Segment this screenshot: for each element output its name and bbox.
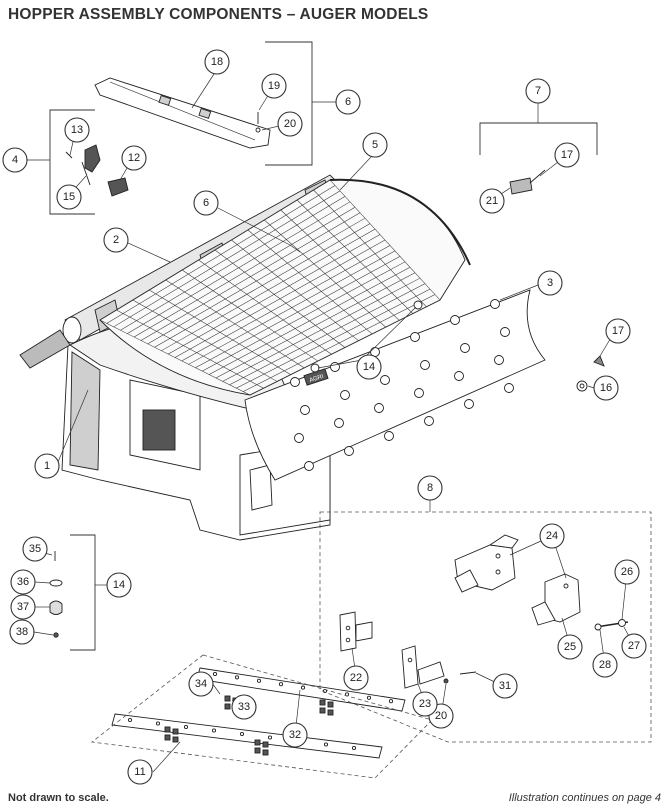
callout-21: 21 bbox=[479, 188, 505, 214]
small-parts bbox=[65, 112, 605, 392]
svg-text:15: 15 bbox=[63, 191, 75, 203]
svg-text:25: 25 bbox=[564, 641, 576, 653]
svg-text:18: 18 bbox=[211, 56, 223, 68]
callout-11: 11 bbox=[127, 759, 153, 785]
callout-12: 12 bbox=[121, 145, 147, 171]
callout-4: 4 bbox=[2, 147, 28, 173]
svg-text:3: 3 bbox=[547, 277, 553, 289]
callout-33: 33 bbox=[231, 694, 257, 720]
callout-18: 18 bbox=[204, 49, 230, 75]
svg-text:19: 19 bbox=[268, 80, 280, 92]
callout-20-top: 20 bbox=[277, 111, 303, 137]
svg-text:7: 7 bbox=[535, 85, 541, 97]
page-title: HOPPER ASSEMBLY COMPONENTS – AUGER MODEL… bbox=[8, 6, 429, 23]
svg-text:24: 24 bbox=[546, 530, 558, 542]
callout-35: 35 bbox=[22, 536, 48, 562]
callout-1: 1 bbox=[34, 453, 60, 479]
callout-14-group: 14 bbox=[106, 572, 132, 598]
svg-text:27: 27 bbox=[628, 640, 640, 652]
callout-17-top: 17 bbox=[554, 142, 580, 168]
callout-bubbles: 1 2 3 4 5 6 6 7 8 11 12 13 14 14 15 16 1… bbox=[2, 49, 647, 785]
callout-34: 34 bbox=[188, 671, 214, 697]
svg-text:12: 12 bbox=[128, 152, 140, 164]
top-bracket bbox=[94, 77, 271, 149]
wire-grate bbox=[99, 178, 471, 396]
callout-22: 22 bbox=[343, 665, 369, 691]
svg-text:14: 14 bbox=[363, 361, 375, 373]
callout-16: 16 bbox=[593, 375, 619, 401]
mount-rails bbox=[111, 667, 406, 759]
callout-7: 7 bbox=[525, 78, 551, 104]
callout-36: 36 bbox=[10, 569, 36, 595]
callout-26: 26 bbox=[614, 559, 640, 585]
svg-text:21: 21 bbox=[486, 195, 498, 207]
svg-text:17: 17 bbox=[612, 325, 624, 337]
callout-31: 31 bbox=[492, 673, 518, 699]
svg-text:35: 35 bbox=[29, 543, 41, 555]
svg-text:34: 34 bbox=[195, 678, 207, 690]
svg-text:8: 8 bbox=[427, 482, 433, 494]
scale-note: Not drawn to scale. bbox=[8, 792, 109, 804]
callout-28: 28 bbox=[592, 652, 618, 678]
svg-text:38: 38 bbox=[16, 626, 28, 638]
callout-24: 24 bbox=[539, 523, 565, 549]
svg-text:31: 31 bbox=[499, 680, 511, 692]
svg-text:16: 16 bbox=[600, 382, 612, 394]
svg-text:5: 5 bbox=[372, 139, 378, 151]
callout-8: 8 bbox=[417, 475, 443, 501]
svg-text:33: 33 bbox=[238, 701, 250, 713]
callout-2: 2 bbox=[103, 227, 129, 253]
group-outlines bbox=[27, 41, 652, 779]
callout-23: 23 bbox=[412, 691, 438, 717]
label-plate: AGRI bbox=[309, 374, 325, 384]
svg-text:22: 22 bbox=[350, 672, 362, 684]
callout-6-top: 6 bbox=[335, 89, 361, 115]
bracket-kit bbox=[339, 534, 629, 689]
callout-27: 27 bbox=[621, 633, 647, 659]
svg-text:23: 23 bbox=[419, 698, 431, 710]
svg-text:13: 13 bbox=[71, 124, 83, 136]
svg-text:1: 1 bbox=[44, 460, 50, 472]
callout-38: 38 bbox=[9, 619, 35, 645]
svg-text:6: 6 bbox=[203, 197, 209, 209]
callout-6-grate: 6 bbox=[193, 190, 219, 216]
svg-text:37: 37 bbox=[17, 601, 29, 613]
callout-17-right: 17 bbox=[605, 318, 631, 344]
svg-text:11: 11 bbox=[134, 766, 145, 778]
continuation-note: Illustration continues on page 4 bbox=[508, 792, 661, 804]
callout-15: 15 bbox=[56, 184, 82, 210]
svg-text:26: 26 bbox=[621, 566, 633, 578]
callout-37: 37 bbox=[10, 594, 36, 620]
callout-25: 25 bbox=[557, 634, 583, 660]
assembly-14-parts bbox=[49, 551, 63, 638]
svg-text:20: 20 bbox=[435, 710, 447, 722]
svg-text:14: 14 bbox=[113, 579, 125, 591]
svg-text:17: 17 bbox=[561, 149, 573, 161]
front-plate: AGRI bbox=[244, 289, 546, 481]
callout-32: 32 bbox=[282, 722, 308, 748]
svg-text:4: 4 bbox=[12, 154, 18, 166]
svg-text:20: 20 bbox=[284, 118, 296, 130]
callout-19: 19 bbox=[261, 73, 287, 99]
svg-text:28: 28 bbox=[599, 659, 611, 671]
callout-5: 5 bbox=[362, 132, 388, 158]
motor-housing bbox=[142, 409, 176, 451]
svg-text:36: 36 bbox=[17, 576, 29, 588]
callout-3: 3 bbox=[537, 270, 563, 296]
callout-13: 13 bbox=[64, 117, 90, 143]
callout-14-plate: 14 bbox=[356, 354, 382, 380]
svg-text:32: 32 bbox=[289, 729, 301, 741]
svg-text:6: 6 bbox=[345, 96, 351, 108]
svg-text:2: 2 bbox=[113, 234, 119, 246]
